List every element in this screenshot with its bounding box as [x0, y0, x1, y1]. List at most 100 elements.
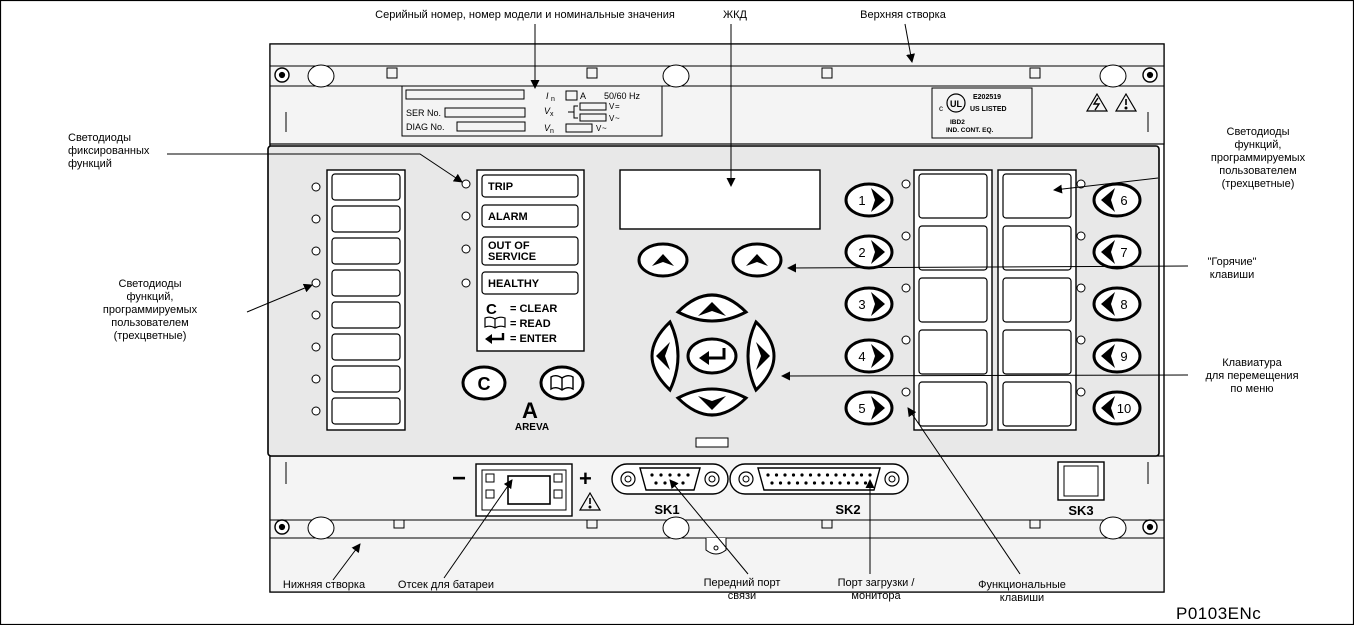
clear-key[interactable]: C	[461, 365, 507, 401]
function-key-led	[1076, 387, 1086, 397]
hotkey-right[interactable]	[731, 242, 783, 278]
top-cover-callout: Верхняя створка	[860, 9, 946, 21]
function-key-10[interactable]: 10	[1092, 390, 1142, 426]
screw	[274, 67, 290, 83]
function-key-8[interactable]: 8	[1092, 286, 1142, 322]
reference-code: P0103ENc	[1176, 604, 1262, 623]
connector-pin	[650, 473, 654, 477]
sk2-monitor-port[interactable]	[729, 463, 909, 495]
led-label-slot	[331, 237, 401, 265]
led-label-slot	[331, 301, 401, 329]
function-key-label-slot	[918, 225, 988, 271]
led-label-slot	[331, 205, 401, 233]
function-key-label-slot	[1002, 277, 1072, 323]
connector-pin	[800, 473, 804, 477]
screw	[1142, 519, 1158, 535]
vx-ac-symbol: ~	[615, 114, 620, 123]
function-keys-callout: Функциональные клавиши	[978, 579, 1066, 605]
function-key-led	[901, 335, 911, 345]
battery-callout: Отсек для батареи	[397, 579, 495, 591]
callout-line: программируемых	[102, 304, 198, 316]
function-key-number: 4	[858, 349, 865, 364]
function-key-2[interactable]: 2	[844, 234, 894, 270]
enter-icon	[708, 348, 726, 360]
nav-left-key[interactable]	[650, 319, 680, 393]
chevron-right-icon	[871, 240, 885, 264]
diag-no-label: DIAG No.	[406, 122, 445, 132]
ul-listed: US LISTED	[970, 106, 1007, 113]
function-key-7[interactable]: 7	[1092, 234, 1142, 270]
callout-line: программируемых	[1210, 152, 1306, 164]
nav-down-key[interactable]	[675, 387, 749, 417]
connector-pin	[817, 473, 821, 477]
vn-ac-label: V	[596, 124, 602, 133]
connector-pin	[859, 473, 864, 477]
function-key-led	[1076, 283, 1086, 293]
sk1-front-port[interactable]	[611, 463, 729, 495]
nav-right-key[interactable]	[746, 319, 776, 393]
warning-icon	[578, 491, 602, 511]
lcd-display	[619, 169, 821, 230]
areva-logo: A AREVA	[515, 398, 549, 433]
callout-line: Светодиоды	[118, 278, 182, 290]
vx-dc-label: V	[609, 102, 615, 111]
nav-up-key[interactable]	[675, 293, 749, 323]
function-key-3[interactable]: 3	[844, 286, 894, 322]
callout-line: Функциональные	[978, 579, 1066, 591]
vn-ac-symbol: ~	[602, 124, 607, 133]
programmable-led	[311, 310, 321, 320]
function-key-4[interactable]: 4	[844, 338, 894, 374]
function-key-1[interactable]: 1	[844, 182, 894, 218]
bottom-cover-callout: Нижняя створка	[282, 579, 366, 591]
function-key-led	[1076, 179, 1086, 189]
sk3-port[interactable]	[1057, 461, 1105, 501]
function-key-number: 9	[1120, 349, 1127, 364]
callout-line: связи	[727, 590, 757, 602]
callout-line: Клавиатура	[1222, 357, 1282, 369]
chevron-up-icon	[746, 254, 768, 266]
hotkey-left[interactable]	[637, 242, 689, 278]
out-of-service-led	[461, 244, 471, 254]
connector-pin	[812, 481, 817, 485]
ul-listing-mark: UL c E202519 US LISTED IBD2 IND. CONT. E…	[931, 87, 1033, 139]
connector-pin	[821, 481, 825, 485]
function-key-9[interactable]: 9	[1092, 338, 1142, 374]
areva-logo-mark: A	[522, 398, 538, 423]
function-key-led	[901, 387, 911, 397]
callout-line: Порт загрузки /	[837, 577, 915, 589]
chevron-left-icon	[1101, 188, 1115, 212]
nav-enter-key[interactable]	[686, 337, 738, 375]
ul-file-no: E202519	[973, 94, 1001, 101]
callout-line: функций	[68, 158, 112, 170]
enter-legend: = ENTER	[510, 333, 557, 345]
prog-leds-left-callout: Светодиоды функций, программируемых поль…	[103, 278, 197, 343]
chevron-right-icon	[871, 396, 885, 420]
function-key-5[interactable]: 5	[844, 390, 894, 426]
sk3-label: SK3	[1068, 503, 1093, 518]
callout-line: фиксированных	[68, 145, 150, 157]
function-key-led	[901, 283, 911, 293]
read-legend: = READ	[510, 318, 551, 330]
vx-label: V	[544, 106, 551, 116]
programmable-led	[311, 278, 321, 288]
connector-pin	[868, 473, 872, 477]
lcd-callout: ЖКД	[722, 9, 748, 21]
function-key-number: 3	[858, 297, 865, 312]
function-key-number: 2	[858, 245, 865, 260]
callout-line: Светодиоды	[68, 132, 131, 144]
ul-logo-text: UL	[950, 99, 962, 109]
callout-line: пользователем	[111, 317, 189, 329]
read-key[interactable]	[539, 365, 585, 401]
programmable-led	[311, 246, 321, 256]
clear-key-label: C	[478, 374, 491, 394]
hotkeys-callout: "Горячие" клавиши	[1207, 256, 1256, 282]
led-label-slot	[331, 365, 401, 393]
function-key-6[interactable]: 6	[1092, 182, 1142, 218]
callout-line: (трехцветные)	[1221, 178, 1295, 190]
connector-pin	[668, 473, 672, 477]
alarm-led	[461, 211, 471, 221]
prog-leds-right-callout: Светодиоды функций, программируемых поль…	[1211, 126, 1305, 191]
programmable-led	[311, 406, 321, 416]
connector-pin	[791, 473, 796, 477]
function-key-number: 7	[1120, 245, 1127, 260]
